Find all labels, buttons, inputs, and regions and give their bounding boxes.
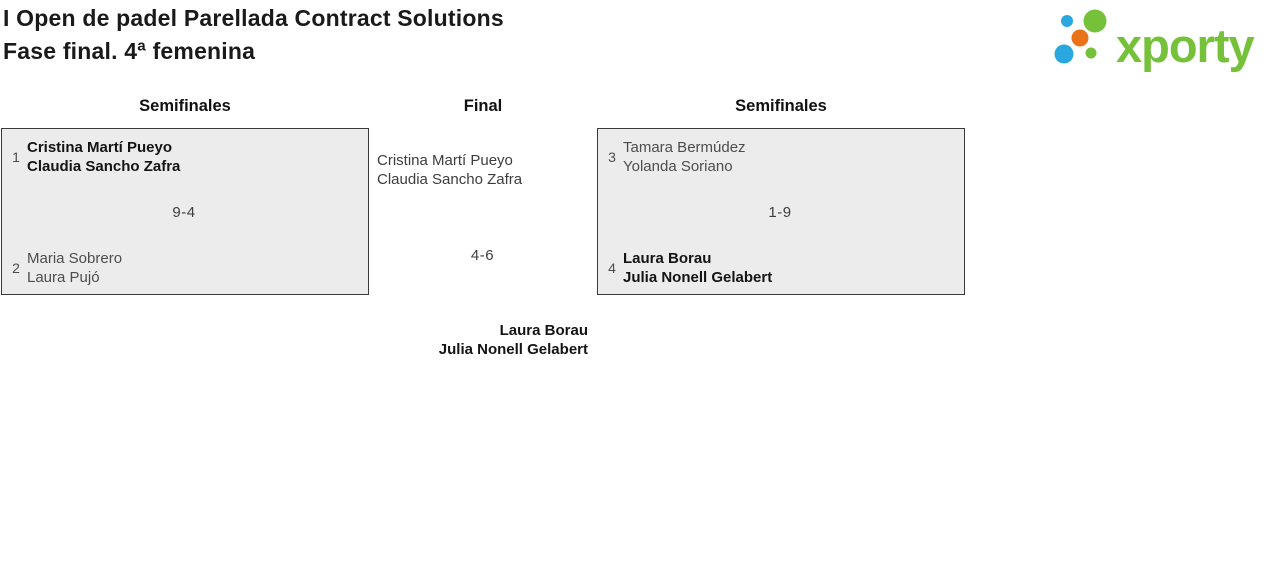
logo-dot-green-small [1085, 47, 1097, 59]
player-name: Tamara Bermúdez [623, 139, 746, 156]
match-semifinal-right: 3 Tamara Bermúdez Yolanda Soriano 1-9 4 … [597, 128, 965, 295]
round-header-final: Final [463, 97, 503, 115]
team-players: Cristina Martí Pueyo Claudia Sancho Zafr… [27, 138, 180, 176]
final-winner-team: Laura Borau Julia Nonell Gelabert [377, 321, 588, 359]
player-name: Laura Borau [499, 322, 588, 339]
round-header-semifinals-left: Semifinales [139, 97, 231, 115]
team-row: 4 Laura Borau Julia Nonell Gelabert [604, 249, 956, 287]
logo-dot-blue-small [1061, 15, 1073, 27]
title-block: I Open de padel Parellada Contract Solut… [3, 2, 504, 68]
xporty-logo[interactable]: xporty [1045, 2, 1277, 72]
seed-number: 2 [12, 260, 20, 276]
team-row: 2 Maria Sobrero Laura Pujó [8, 249, 360, 287]
player-name: Yolanda Soriano [623, 158, 733, 175]
team-players: Maria Sobrero Laura Pujó [27, 249, 122, 287]
seed-number: 4 [608, 260, 616, 276]
match-score: 1-9 [768, 204, 792, 221]
xporty-dots-icon [1054, 9, 1107, 64]
match-semifinal-left: 1 Cristina Martí Pueyo Claudia Sancho Za… [1, 128, 369, 295]
player-name: Cristina Martí Pueyo [27, 139, 173, 156]
player-name: Claudia Sancho Zafra [27, 158, 181, 175]
player-name: Julia Nonell Gelabert [438, 341, 588, 358]
player-name: Maria Sobrero [27, 250, 123, 267]
team-row: 3 Tamara Bermúdez Yolanda Soriano [604, 138, 956, 176]
match-score: 9-4 [172, 204, 196, 221]
player-name: Cristina Martí Pueyo [377, 152, 513, 169]
team-players: Laura Borau Julia Nonell Gelabert [623, 249, 772, 287]
seed-number: 1 [12, 149, 20, 165]
seed-number: 3 [608, 149, 616, 165]
logo-wordmark: xporty [1116, 19, 1255, 72]
tournament-subtitle: Fase final. 4ª femenina [3, 38, 256, 64]
logo-dot-blue-large [1054, 44, 1074, 64]
team-row: 1 Cristina Martí Pueyo Claudia Sancho Za… [8, 138, 360, 176]
logo-dot-orange [1071, 29, 1089, 47]
tournament-title: I Open de padel Parellada Contract Solut… [3, 5, 504, 31]
player-name: Claudia Sancho Zafra [377, 171, 523, 188]
logo-dot-green-large [1083, 9, 1107, 33]
player-name: Laura Borau [623, 250, 712, 267]
final-match-score: 4-6 [470, 247, 495, 264]
final-team-finalist: Cristina Martí Pueyo Claudia Sancho Zafr… [377, 151, 522, 189]
player-name: Laura Pujó [27, 269, 100, 286]
round-header-semifinals-right: Semifinales [735, 97, 827, 115]
player-name: Julia Nonell Gelabert [623, 269, 773, 286]
team-players: Tamara Bermúdez Yolanda Soriano [623, 138, 746, 176]
